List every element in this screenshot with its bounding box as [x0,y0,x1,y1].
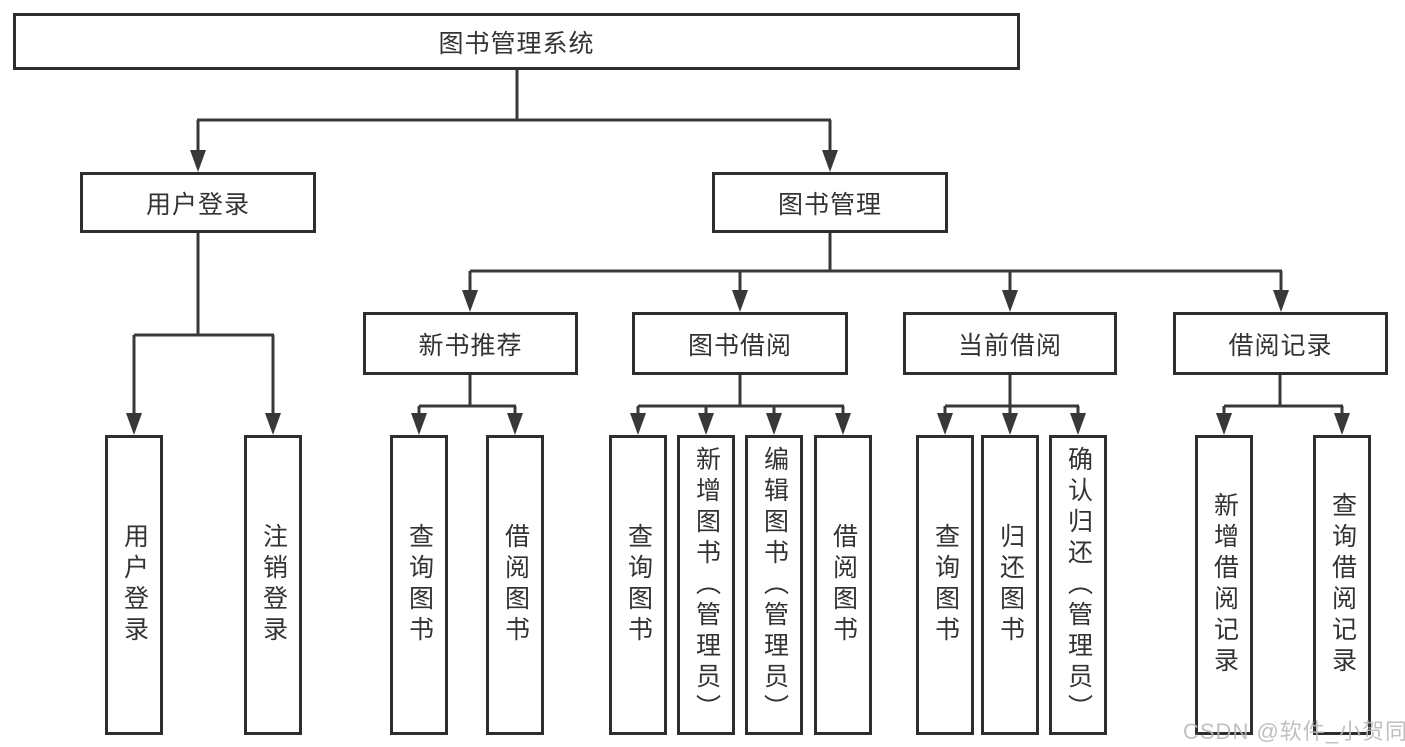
leaf-borrow-books-recommendation: 借阅图书 [486,435,544,735]
node-label: 用户登录 [145,190,250,219]
node-label: 新增借阅记录 [1210,492,1239,678]
connector-line [468,233,1283,291]
arrow-down-icon [1002,413,1018,435]
arrow-down-icon [698,413,714,435]
leaf-query-books-borrowing: 查询图书 [609,435,667,735]
leaf-borrow-books-borrowing: 借阅图书 [814,435,872,735]
node-label: 归还图书 [996,523,1025,647]
connector-line [943,375,1080,414]
arrow-down-icon [411,413,427,435]
node-label: 注销登录 [259,523,288,647]
node-label: 当前借阅 [957,331,1062,360]
node-label: 查询图书 [931,523,960,647]
node-user-login: 用户登录 [80,172,316,233]
edge-current-borrow-to-children [937,375,1086,435]
leaf-logout: 注销登录 [244,435,302,735]
arrow-down-icon [1070,413,1086,435]
leaf-user-login: 用户登录 [105,435,163,735]
edge-book-borrow-to-children [630,375,851,435]
arrow-down-icon [1216,413,1232,435]
node-label: 图书管理 [777,190,882,219]
node-label: 借阅记录 [1228,331,1333,360]
node-label: 借阅图书 [829,523,858,647]
node-borrowing-records: 借阅记录 [1173,312,1388,375]
arrow-down-icon [766,413,782,435]
leaf-query-borrow-record: 查询借阅记录 [1313,435,1371,735]
node-label: 编辑图书（管理员） [760,445,789,725]
csdn-watermark: CSDN @软件_小贺同学 [1183,719,1405,744]
leaf-query-books-current: 查询图书 [916,435,974,735]
edge-records-to-children [1216,375,1350,435]
leaf-add-borrow-record: 新增借阅记录 [1195,435,1253,735]
leaf-confirm-return-admin: 确认归还（管理员） [1049,435,1107,735]
arrow-down-icon [937,413,953,435]
connector-line [196,70,832,152]
connector-line [1222,375,1344,414]
leaf-add-book-admin: 新增图书（管理员） [677,435,735,735]
node-label: 新增图书（管理员） [692,445,721,725]
node-label: 确认归还（管理员） [1064,445,1093,725]
edge-root-to-level2 [190,70,838,172]
arrow-down-icon [732,290,748,312]
arrow-down-icon [190,150,206,172]
edge-user-login-to-children [126,233,281,435]
node-book-management: 图书管理 [712,172,948,233]
arrow-down-icon [822,150,838,172]
node-label: 新书推荐 [418,331,523,360]
arrow-down-icon [507,413,523,435]
leaf-edit-book-admin: 编辑图书（管理员） [745,435,803,735]
arrow-down-icon [1334,413,1350,435]
arrow-down-icon [630,413,646,435]
node-label: 查询图书 [624,523,653,647]
node-label: 用户登录 [120,523,149,647]
node-library-management-system: 图书管理系统 [13,13,1020,70]
connector-line [132,233,275,415]
arrow-down-icon [126,413,142,435]
node-label: 借阅图书 [501,523,530,647]
leaf-return-books: 归还图书 [981,435,1039,735]
connector-line [636,375,845,414]
arrow-down-icon [265,413,281,435]
node-book-borrowing: 图书借阅 [632,312,848,375]
leaf-query-books-recommendation: 查询图书 [390,435,448,735]
edge-new-book-to-children [411,375,523,435]
connector-line [417,375,517,414]
arrow-down-icon [1002,290,1018,312]
arrow-down-icon [1273,290,1289,312]
arrow-down-icon [462,290,478,312]
arrow-down-icon [835,413,851,435]
node-label: 查询借阅记录 [1328,492,1357,678]
node-current-borrowing: 当前借阅 [903,312,1117,375]
node-label: 查询图书 [405,523,434,647]
node-new-book-recommendation: 新书推荐 [363,312,578,375]
node-label: 图书借阅 [687,331,792,360]
node-label: 图书管理系统 [438,29,595,58]
edge-book-management-to-groups [462,233,1289,312]
